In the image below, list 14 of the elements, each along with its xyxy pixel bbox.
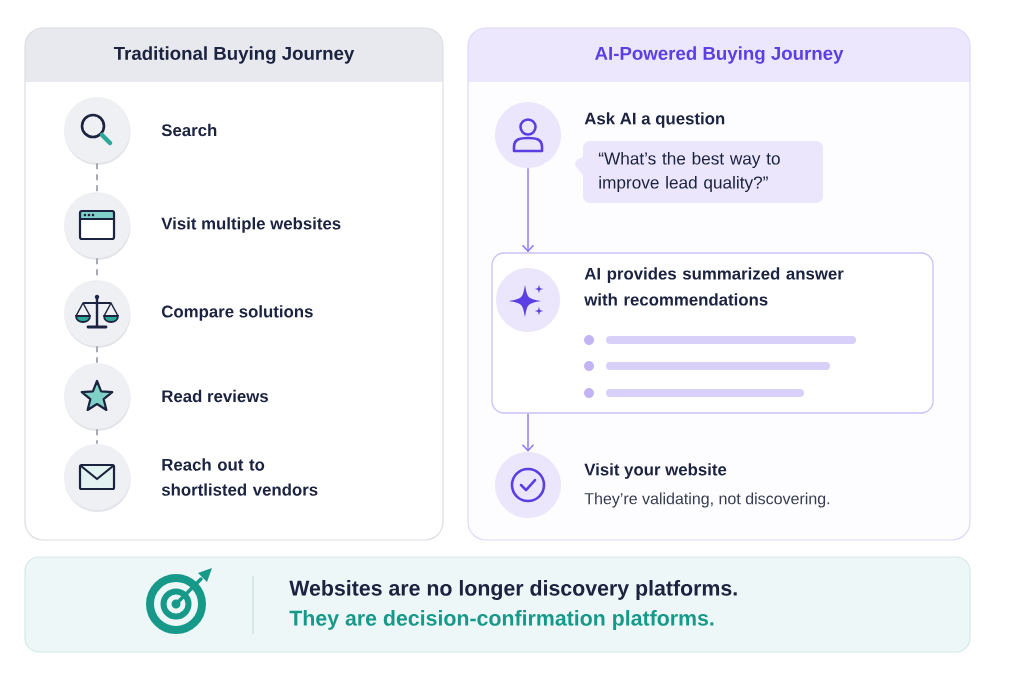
step-title: Search <box>161 123 217 137</box>
step-title: Reach out to shortlisted vendors <box>161 458 318 496</box>
panel-title: AI-Powered Buying Journey <box>595 46 844 64</box>
step-title: Visit multiple websites <box>161 217 341 233</box>
journey-panel <box>24 27 444 541</box>
speech-bubble: “What’s the best way to improve lead quality?” <box>575 141 823 203</box>
step-title: Visit your website <box>584 463 727 479</box>
step-title: Compare solutions <box>161 305 313 321</box>
headline: Websites are no longer discovery platforms. <box>289 580 737 600</box>
step-note: They’re validating, not discovering. <box>584 492 830 508</box>
subheadline: They are decision-confirmation platforms. <box>289 610 714 630</box>
step-title: Read reviews <box>162 389 268 403</box>
step-title: Ask AI a question <box>584 112 725 128</box>
panel-title: Traditional Buying Journey <box>113 46 355 64</box>
